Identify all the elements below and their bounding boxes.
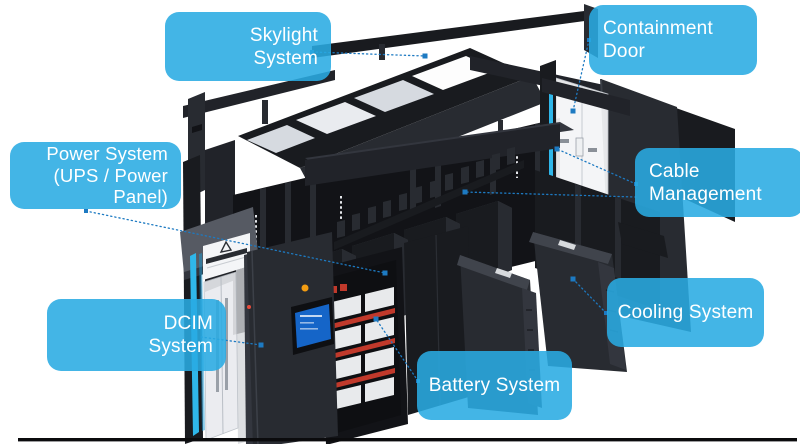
callout-label: (UPS / Power [53,164,168,186]
callout-cable-management: Cable Management [635,148,800,217]
callout-label: System [148,336,213,357]
callout-label: Door [603,41,645,62]
door-indicator-orange [301,284,309,292]
battery-cabinet [320,247,408,444]
sliding-door [247,232,338,444]
callout-battery-system: Battery System [417,351,572,420]
door-indicator-red [247,305,251,309]
callout-power-system: Power System (UPS / Power Panel) [10,142,181,209]
callout-label: Management [649,183,762,205]
leader-lines [84,38,638,383]
battery-modules [331,287,395,410]
cable-management-tray [305,122,574,250]
callout-label: DCIM [163,313,213,334]
callout-skylight-system: Skylight System [165,12,331,81]
callout-label: Panel) [113,186,168,208]
dcim-touchscreen [291,297,334,355]
callout-label: System [253,47,318,69]
callout-label: Skylight [249,24,318,46]
leader-power [84,209,388,276]
cooling-unit [618,222,668,258]
callout-label: Cable [649,160,700,182]
leader-cable-tray [462,189,637,198]
entrance-sign [203,233,250,280]
callout-dcim-system: DCIM System [47,299,226,371]
callout-cooling-system: Cooling System [607,278,764,347]
callout-label: Containment [603,18,713,39]
callout-containment-door: Containment Door [589,5,757,75]
callout-label: Power System [46,143,168,165]
callout-label: Battery System [428,375,561,396]
floor-edge-line [18,438,797,442]
callout-label: Cooling System [617,302,754,323]
entrance-module [180,155,338,444]
leader-cooling [570,276,608,315]
